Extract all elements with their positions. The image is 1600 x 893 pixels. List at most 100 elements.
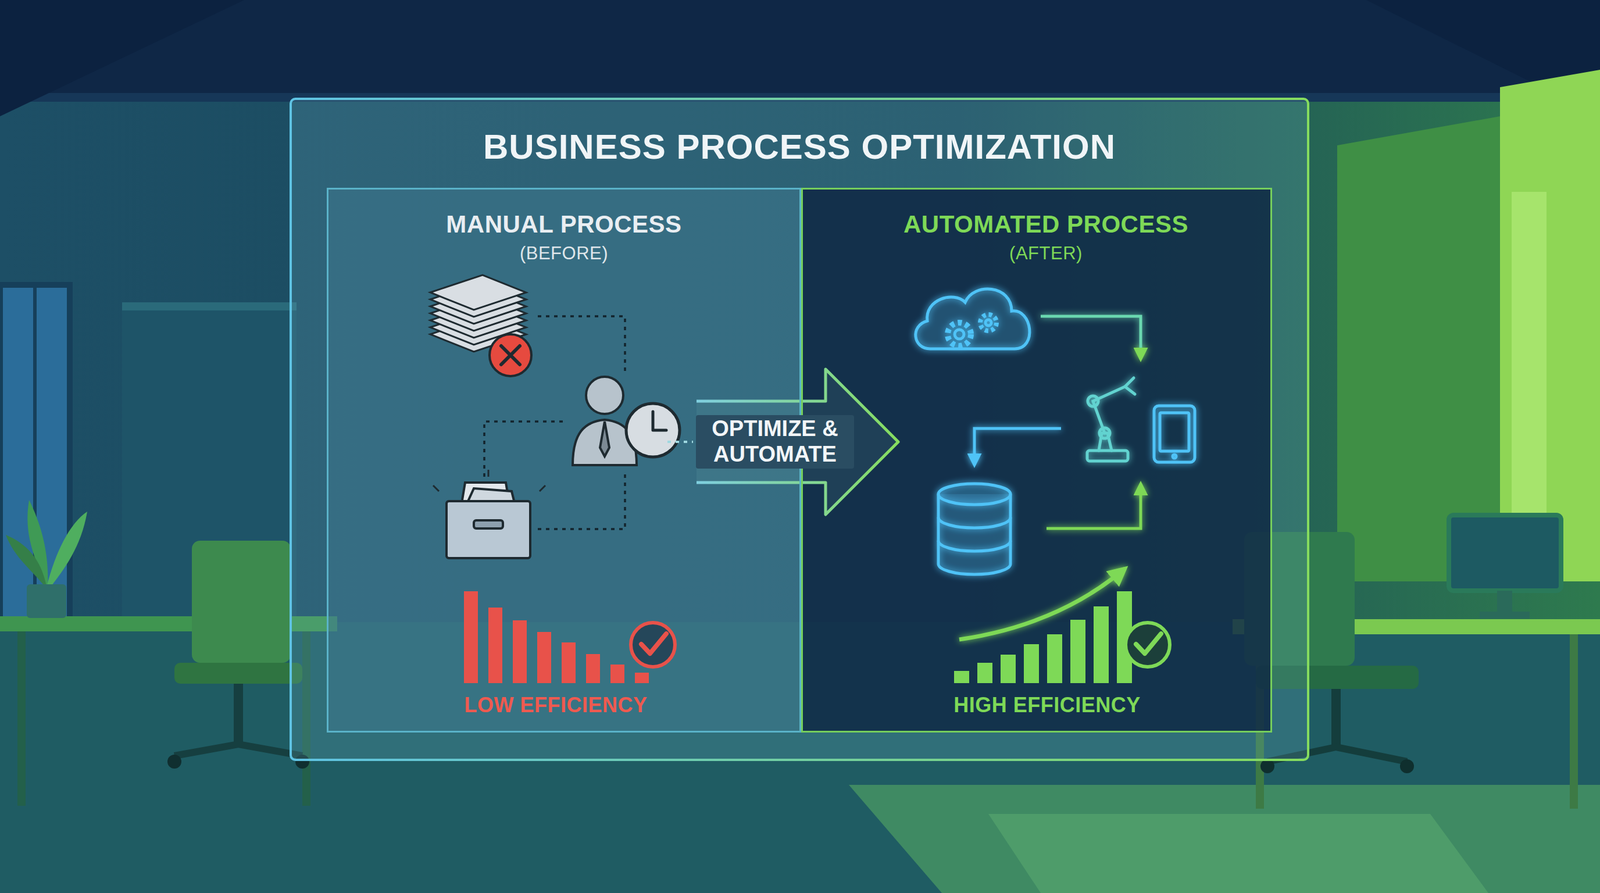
glass-panel [290,98,1309,760]
text-row: HIGH EFFICIENCY [813,693,1281,718]
svg-path [1136,633,1162,654]
bar [512,620,527,684]
svg-rect [1497,590,1513,614]
svg-path [1093,386,1125,434]
svg-circle [626,403,680,457]
svg-circle [980,314,997,331]
svg-path [600,421,610,457]
panel-subheading: (AFTER) [1009,243,1083,264]
svg-rect [1331,688,1341,748]
svg-circle [489,334,532,377]
efficiency-bars [463,591,649,684]
svg-circle [985,319,992,326]
svg-rect [233,683,244,748]
bar [634,672,649,684]
text-row: (BEFORE) [328,243,800,264]
svg-polygon [988,813,1489,893]
svg-rect [1154,405,1195,463]
svg-circle [1125,622,1170,667]
svg-rect [0,0,1600,94]
svg-polygon [1337,116,1500,582]
svg-path [1040,316,1141,360]
svg-rect [122,302,297,311]
robot-arm-icon [1087,377,1135,462]
title-wrap: BUSINESS PROCESS OPTIMIZATION [0,126,1600,167]
svg-path [484,421,563,482]
svg-rect [1159,412,1189,452]
process-panel: AUTOMATED PROCESS(AFTER)HIGH EFFICIENCY [801,187,1273,733]
bar [586,654,600,684]
file-drawer-icon [433,469,546,559]
svg-circle [167,754,182,769]
svg-circle [1400,759,1414,774]
svg-rect [446,501,531,559]
tablet-icon [1154,405,1195,463]
svg-path [641,633,667,654]
plant [5,500,88,619]
svg-polygon [0,0,245,117]
bar [610,664,625,684]
bar [488,607,503,684]
svg-ellipse [938,483,1011,505]
svg-rect [191,540,291,663]
svg-path [501,345,520,365]
panel-subheading: (BEFORE) [519,243,609,264]
svg-path [46,511,88,589]
check-badge [630,622,675,667]
svg-polygon [848,784,1600,893]
svg-rect [174,662,303,684]
svg-path [652,411,667,431]
svg-path [537,472,625,530]
svg-rect [1479,611,1530,619]
chair [167,540,310,769]
svg-path [1046,483,1141,529]
svg-path [938,494,1011,575]
text-row: LOW EFFICIENCY [320,693,792,718]
growth-arrow [959,568,1125,640]
edge-label: OPTIMIZE & AUTOMATE [695,415,855,469]
bar [537,631,552,684]
svg-circle [586,376,624,414]
paper-sheet [430,275,527,310]
svg-path [433,469,546,492]
svg-rect [1087,450,1128,462]
svg-rect [26,584,67,619]
bar [977,662,993,684]
svg-circle [1260,759,1275,774]
bar [1023,644,1039,684]
svg-rect [473,520,503,529]
svg-circle [1099,427,1110,439]
svg-path [938,517,1011,552]
svg-rect [1569,634,1578,809]
cloud-gears-icon [915,288,1030,349]
text-row: AUTOMATED PROCESS [812,210,1280,239]
bar [463,591,478,684]
bar [1000,654,1016,684]
svg-path [1125,377,1135,395]
panel-heading: AUTOMATED PROCESS [903,210,1189,239]
svg-rect [1448,515,1562,591]
bar [561,642,576,684]
svg-circle [1087,395,1099,407]
error-badge [489,334,532,377]
svg-path [915,288,1030,349]
database-icon [938,483,1011,575]
bar [1047,634,1063,684]
svg-circle [630,622,675,667]
bar [954,670,970,684]
text-row: (AFTER) [812,243,1280,264]
bar [1093,606,1109,684]
svg-rect [17,631,26,806]
efficiency-label: LOW EFFICIENCY [464,693,648,718]
monitor [1448,515,1562,619]
svg-path [974,428,1062,466]
edge-label-wrap: OPTIMIZE & AUTOMATE [687,415,863,469]
clock-icon [626,403,680,457]
check-badge [1125,622,1170,667]
bar [1070,619,1086,684]
svg-circle [1172,454,1177,459]
panel-heading: MANUAL PROCESS [445,210,682,239]
svg-path [174,744,303,756]
